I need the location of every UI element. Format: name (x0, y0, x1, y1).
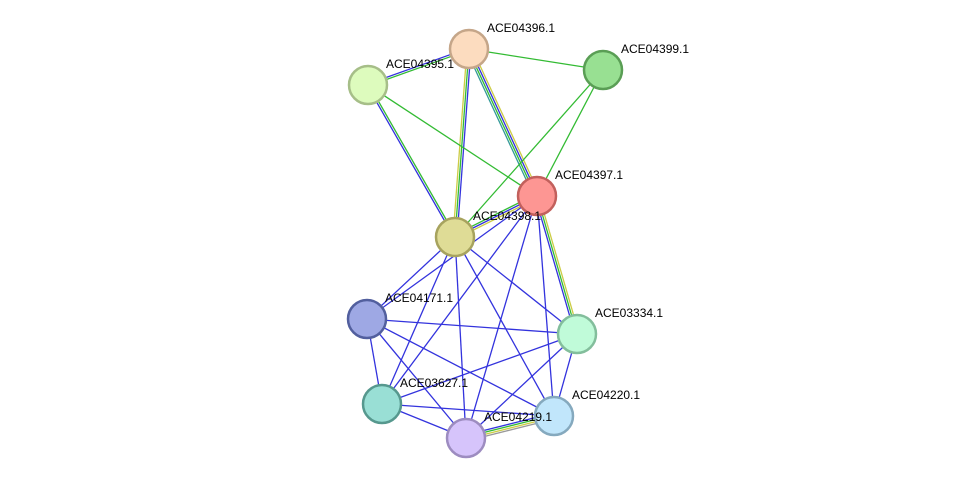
edge-channel-blue (454, 236, 467, 439)
edge-channel-blue (469, 48, 539, 196)
edge-ace04398-1-ace04219-1 (454, 236, 467, 439)
edge-channel-yellow (452, 48, 468, 237)
edge-channel-blue (366, 318, 578, 335)
edge-ace04397-1-ace03627-1 (381, 195, 538, 405)
edge-ace04171-1-ace04219-1 (366, 318, 467, 439)
edge-channel-blue (454, 236, 578, 335)
node-label: ACE04220.1 (572, 388, 640, 402)
edge-ace04396-1-ace04399-1 (468, 48, 604, 71)
edge-channel-yellow (538, 195, 580, 334)
edge-channel-blue (465, 195, 538, 439)
edge-channel-blue (456, 49, 472, 238)
node-circle[interactable] (582, 49, 624, 91)
node-ace04171-1[interactable]: ACE04171.1 (346, 291, 453, 340)
edge-ace04171-1-ace03334-1 (366, 318, 578, 335)
edge-channel-green (368, 84, 457, 237)
edge-ace04397-1-ace04220-1 (536, 195, 555, 417)
edge-channel-blue (454, 236, 555, 417)
node-ace04220-1[interactable]: ACE04220.1 (533, 388, 640, 437)
edge-ace04398-1-ace03627-1 (381, 236, 456, 405)
node-circle[interactable] (434, 216, 476, 258)
node-label: ACE04399.1 (621, 42, 689, 56)
edge-ace03627-1-ace04220-1 (381, 403, 555, 417)
edge-channel-green (468, 48, 604, 71)
edge-ace04171-1-ace04220-1 (366, 318, 555, 417)
edge-channel-blue (366, 85, 455, 238)
node-circle[interactable] (361, 383, 403, 425)
node-ace04399-1[interactable]: ACE04399.1 (582, 42, 689, 91)
node-ace04398-1[interactable]: ACE04398.1 (434, 209, 541, 258)
edge-channel-green (367, 84, 538, 197)
edge-channel-green (454, 48, 470, 238)
node-circle[interactable] (347, 64, 389, 106)
edge-channel-teal (465, 49, 535, 198)
edge-channel-blue (366, 318, 467, 439)
node-label: ACE04219.1 (484, 410, 552, 424)
edge-ace03334-1-ace03627-1 (381, 333, 578, 405)
node-label: ACE03627.1 (400, 376, 468, 390)
edge-ace04398-1-ace03334-1 (454, 236, 578, 335)
edge-ace04395-1-ace04398-1 (366, 84, 457, 238)
edge-ace04395-1-ace04397-1 (367, 84, 538, 197)
node-label: ACE04171.1 (385, 291, 453, 305)
edge-channel-blue (381, 333, 578, 405)
edge-channel-blue (366, 318, 555, 417)
edge-ace04396-1-ace04398-1 (452, 48, 472, 238)
edge-ace04397-1-ace04171-1 (366, 195, 538, 320)
edge-ace04396-1-ace04397-1 (465, 47, 541, 198)
edge-ace04397-1-ace04219-1 (465, 195, 538, 439)
edge-channel-blue (381, 236, 456, 405)
node-circle[interactable] (516, 175, 558, 217)
node-label: ACE04397.1 (555, 168, 623, 182)
node-circle[interactable] (445, 417, 487, 459)
edge-channel-blue (465, 333, 578, 439)
node-ace04397-1[interactable]: ACE04397.1 (516, 168, 623, 217)
node-ace04395-1[interactable]: ACE04395.1 (347, 57, 454, 106)
edge-channel-green (467, 49, 537, 197)
node-ace03627-1[interactable]: ACE03627.1 (361, 376, 468, 425)
edge-channel-yellow (471, 47, 541, 196)
node-ace04219-1[interactable]: ACE04219.1 (445, 410, 552, 459)
node-layer: ACE04396.1ACE04399.1ACE04395.1ACE04397.1… (346, 21, 689, 459)
node-ace04396-1[interactable]: ACE04396.1 (448, 21, 555, 70)
node-label: ACE04396.1 (487, 21, 555, 35)
node-ace03334-1[interactable]: ACE03334.1 (556, 306, 663, 355)
node-label: ACE03334.1 (595, 306, 663, 320)
node-label: ACE04395.1 (386, 57, 454, 71)
node-circle[interactable] (533, 395, 575, 437)
edge-channel-blue (536, 195, 555, 417)
edge-channel-blue (366, 195, 538, 320)
edge-channel-blue (381, 195, 538, 405)
edge-ace04399-1-ace04398-1 (454, 69, 604, 238)
edge-channel-blue (534, 196, 576, 335)
node-circle[interactable] (556, 313, 598, 355)
edge-channel-green (536, 195, 578, 335)
node-circle[interactable] (346, 298, 388, 340)
edge-channel-green (536, 69, 604, 197)
edge-ace04397-1-ace03334-1 (534, 195, 580, 335)
edge-ace03334-1-ace04219-1 (465, 333, 578, 439)
edge-ace04398-1-ace04220-1 (454, 236, 555, 417)
edge-channel-blue (381, 403, 555, 417)
edge-ace04399-1-ace04397-1 (536, 69, 604, 197)
edge-channel-green (454, 69, 604, 238)
node-circle[interactable] (448, 28, 490, 70)
node-label: ACE04398.1 (473, 209, 541, 223)
